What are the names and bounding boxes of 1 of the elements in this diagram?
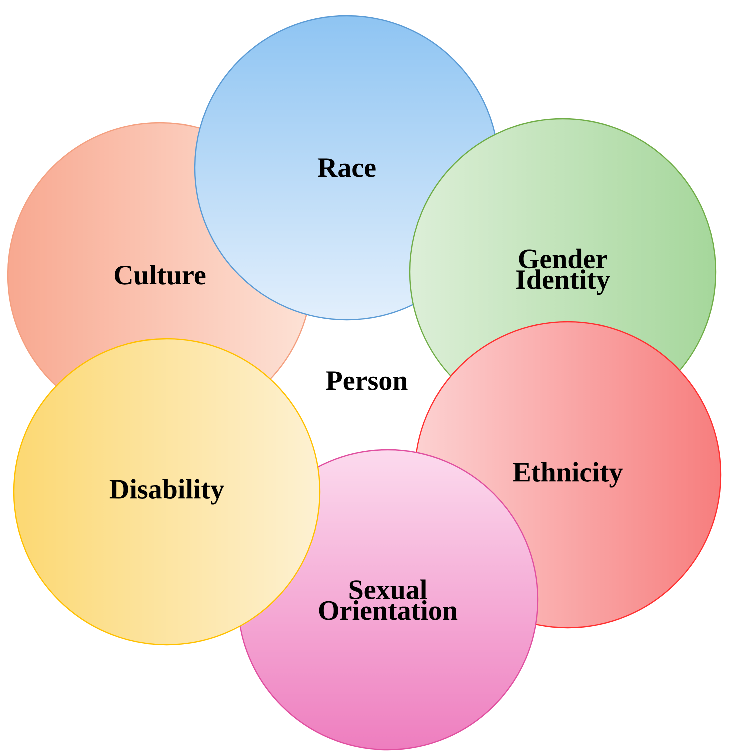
center-label: Person [326,372,408,390]
